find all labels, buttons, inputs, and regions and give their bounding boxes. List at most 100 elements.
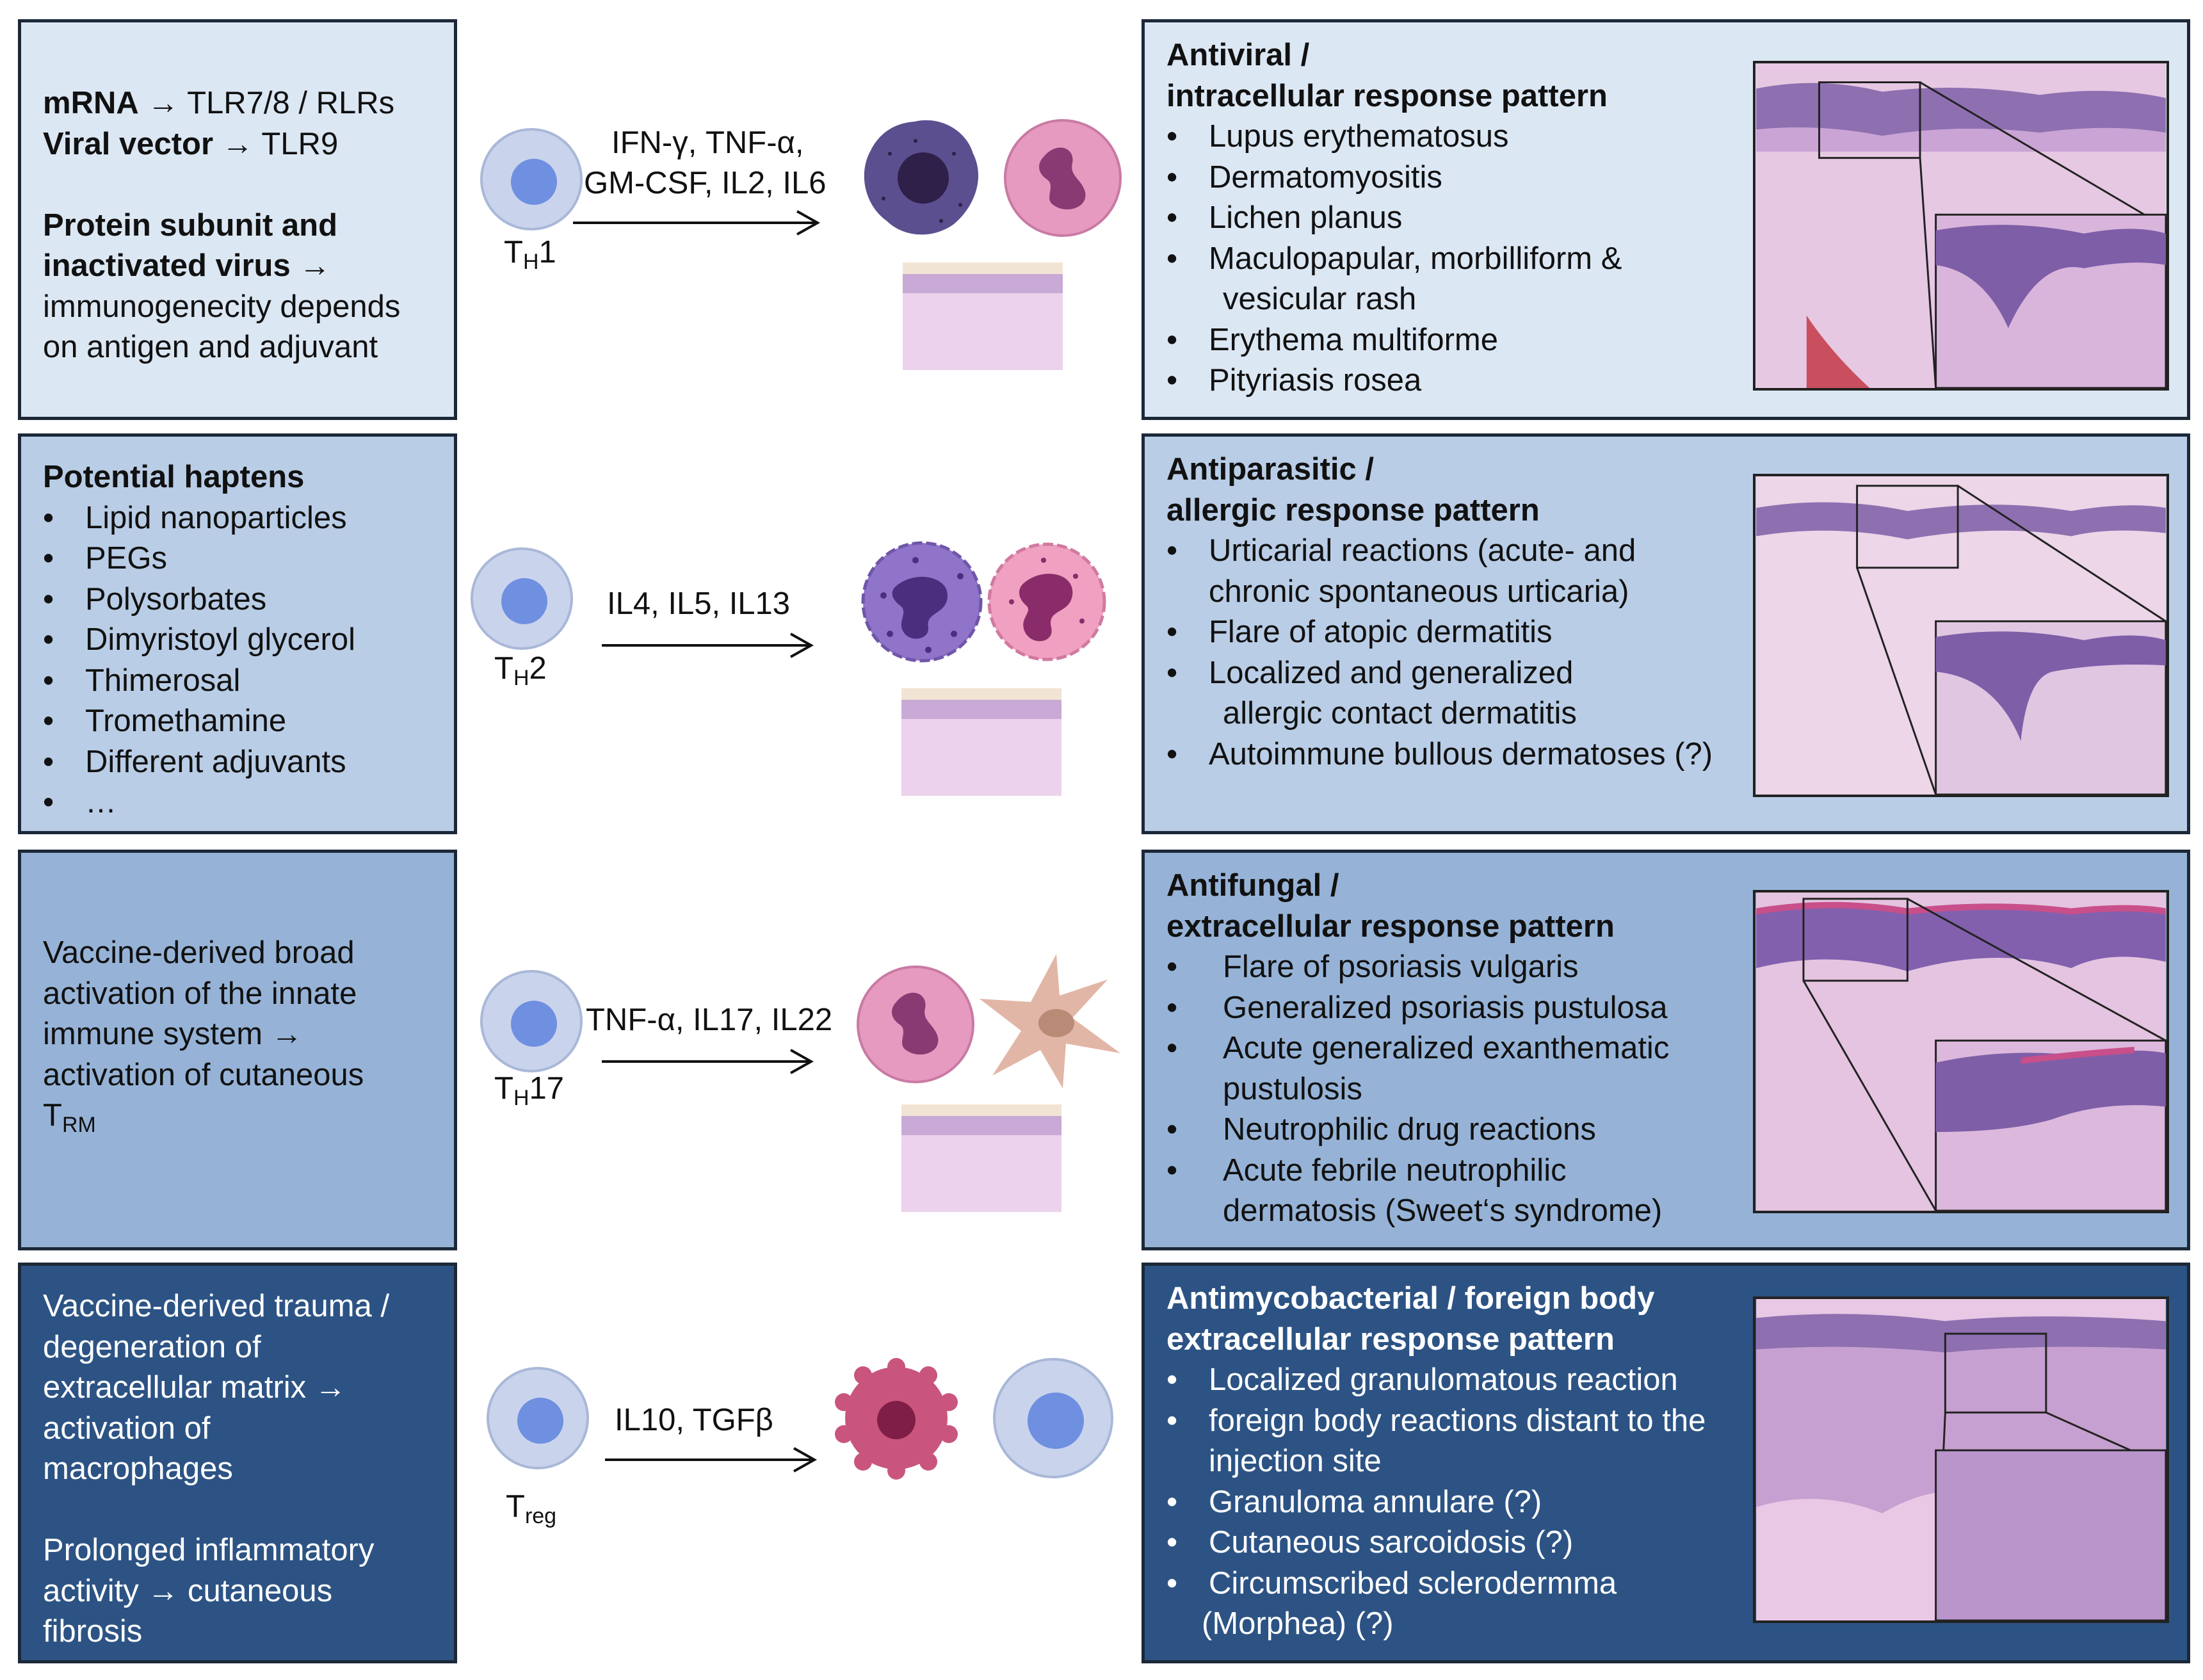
macrophage-icon <box>864 120 979 235</box>
neutrophil-icon <box>857 965 974 1083</box>
pattern-item: Circumscribed sclerodermma <box>1166 1563 2165 1604</box>
trauma-line: extracellular matrix → <box>43 1370 346 1405</box>
pattern-item: Acute febrile neutrophilic <box>1166 1151 2165 1191</box>
t-cell-label-main: T <box>506 1489 525 1524</box>
pattern-item: Localized and generalized <box>1166 653 2165 694</box>
vaccine-line-bold: Protein subunit and <box>43 207 338 243</box>
t-cell-label-main: T <box>494 1071 513 1106</box>
t-cell-label-main: T <box>494 651 513 686</box>
eosinophil-icon <box>987 542 1106 661</box>
hapten-list: Lipid nanoparticles PEGs Polysorbates Di… <box>43 498 432 823</box>
vaccine-line: on antigen and adjuvant <box>43 330 378 364</box>
pattern-item-cont: (Morphea) (?) <box>1166 1604 2165 1645</box>
histology-image <box>1753 890 2169 1213</box>
cytokine-label: IL10, TGFβ <box>615 1403 773 1437</box>
vaccine-line-bold: Viral vector <box>43 126 214 161</box>
pattern-item: Flare of atopic dermatitis <box>1166 612 2165 653</box>
trauma-line: Vaccine-derived trauma / <box>43 1289 390 1323</box>
vaccine-line: Viral vector → TLR9 <box>43 124 432 165</box>
trauma-box: Vaccine-derived trauma / degeneration of… <box>18 1263 457 1663</box>
trauma-line: fibrosis <box>43 1614 143 1649</box>
skin-layer-icon <box>903 262 1063 380</box>
pattern-item: Urticarial reactions (acute- and <box>1166 531 2165 572</box>
pattern-item: Dermatomyositis <box>1166 158 2165 198</box>
t-cell-icon <box>480 128 583 230</box>
arrow <box>602 633 814 658</box>
vaccine-line: inactivated virus → <box>43 246 432 287</box>
trauma-line: activity → cutaneous <box>43 1573 333 1608</box>
vaccine-line-rest: → TLR7/8 / RLRs <box>138 86 395 120</box>
t-cell-icon <box>471 547 573 650</box>
pattern-item: Localized granulomatous reaction <box>1166 1360 2165 1401</box>
t-cell-icon <box>487 1367 589 1469</box>
pattern-item: Generalized psoriasis pustulosa <box>1166 988 2165 1029</box>
pattern-item-cont: chronic spontaneous urticaria) <box>1166 572 2165 613</box>
pattern-list: Flare of psoriasis vulgaris Generalized … <box>1166 947 2165 1232</box>
pattern-item: Granuloma annulare (?) <box>1166 1482 2165 1523</box>
trm-main: T <box>43 1098 62 1133</box>
pattern-item-cont: allergic contact dermatitis <box>1166 693 2165 734</box>
pattern-title: Antimycobacterial / foreign body <box>1166 1281 1655 1316</box>
pattern-item-cont: injection site <box>1166 1441 2165 1482</box>
spacer <box>43 165 432 206</box>
macrophage-icon <box>835 1358 958 1480</box>
trm-label: TRM <box>43 1095 432 1146</box>
hapten-item: PEGs <box>43 538 432 579</box>
pattern-item: Pityriasis rosea <box>1166 360 2165 401</box>
spacer <box>43 1490 432 1531</box>
hapten-item: Different adjuvants <box>43 742 432 783</box>
t-cell-label-main: T <box>504 235 523 270</box>
trauma-line: activation of <box>43 1410 211 1446</box>
hapten-item: Tromethamine <box>43 701 432 742</box>
innate-line: activation of the innate <box>43 976 357 1011</box>
pattern-title: extracellular response pattern <box>1166 909 1615 944</box>
t-cell-label: TH2 <box>494 650 547 691</box>
pattern-item: Autoimmune bullous dermatoses (?) <box>1166 734 2165 775</box>
trm-sub: RM <box>61 1113 96 1137</box>
pattern-item: Cutaneous sarcoidosis (?) <box>1166 1522 2165 1563</box>
t-cell-label: TH17 <box>494 1070 564 1111</box>
th17-pathway <box>480 954 1120 1223</box>
pattern-title: allergic response pattern <box>1166 492 1540 528</box>
pattern-item: Neutrophilic drug reactions <box>1166 1110 2165 1151</box>
hapten-item: Lipid nanoparticles <box>43 498 432 539</box>
t-cell-label: TH1 <box>504 234 556 275</box>
th2-pathway <box>471 541 1106 807</box>
pattern-title: intracellular response pattern <box>1166 78 1608 113</box>
hapten-item: Dimyristoyl glycerol <box>43 620 432 661</box>
vaccine-line-rest: → <box>290 248 331 283</box>
pattern-title: Antiparasitic / <box>1166 452 1375 487</box>
pattern-list: Lupus erythematosus Dermatomyositis Lich… <box>1166 117 2165 401</box>
pattern-item-text: (Morphea) (?) <box>1202 1606 1394 1641</box>
hapten-box: Potential haptens Lipid nanoparticles PE… <box>18 433 457 834</box>
pattern-item: Flare of psoriasis vulgaris <box>1166 947 2165 988</box>
basophil-icon <box>861 541 983 663</box>
innate-line: immune system → <box>43 1017 303 1051</box>
vaccine-type-box: mRNA → TLR7/8 / RLRs Viral vector → TLR9… <box>18 19 457 420</box>
pattern-item: Acute generalized exanthematic <box>1166 1028 2165 1069</box>
vaccine-line-bold: mRNA <box>43 86 139 120</box>
hapten-item: Polysorbates <box>43 579 432 620</box>
pattern-title: Antifungal / <box>1166 868 1339 903</box>
trauma-line: Prolonged inflammatory <box>43 1533 375 1567</box>
hapten-item: … <box>43 782 432 823</box>
vaccine-line: Protein subunit and <box>43 206 432 246</box>
t-cell-icon <box>480 970 583 1072</box>
vaccine-line: mRNA → TLR7/8 / RLRs <box>43 83 432 124</box>
vaccine-line-rest: → TLR9 <box>213 126 339 161</box>
cytokine-label: TNF-α, IL17, IL22 <box>586 1003 833 1037</box>
pattern-item-cont: pustulosis <box>1166 1069 2165 1110</box>
pattern-item-text: chronic spontaneous urticaria) <box>1209 574 1629 609</box>
vaccine-line-bold: inactivated virus <box>43 248 291 283</box>
t-cell-label: Treg <box>506 1489 556 1529</box>
dendritic-cell-icon <box>980 954 1120 1088</box>
pattern-item: Erythema multiforme <box>1166 320 2165 361</box>
innate-line: activation of cutaneous <box>43 1057 364 1092</box>
t-cell-label-sub: H <box>513 1086 529 1110</box>
pattern-item-cont: dermatosis (Sweet‘s syndrome) <box>1166 1191 2165 1232</box>
neutrophil-icon <box>1004 119 1122 237</box>
histology-image <box>1753 61 2169 391</box>
skin-layer-icon <box>901 688 1061 807</box>
pattern-item: Lupus erythematosus <box>1166 117 2165 158</box>
pattern-item: Maculopapular, morbilliform & <box>1166 239 2165 280</box>
